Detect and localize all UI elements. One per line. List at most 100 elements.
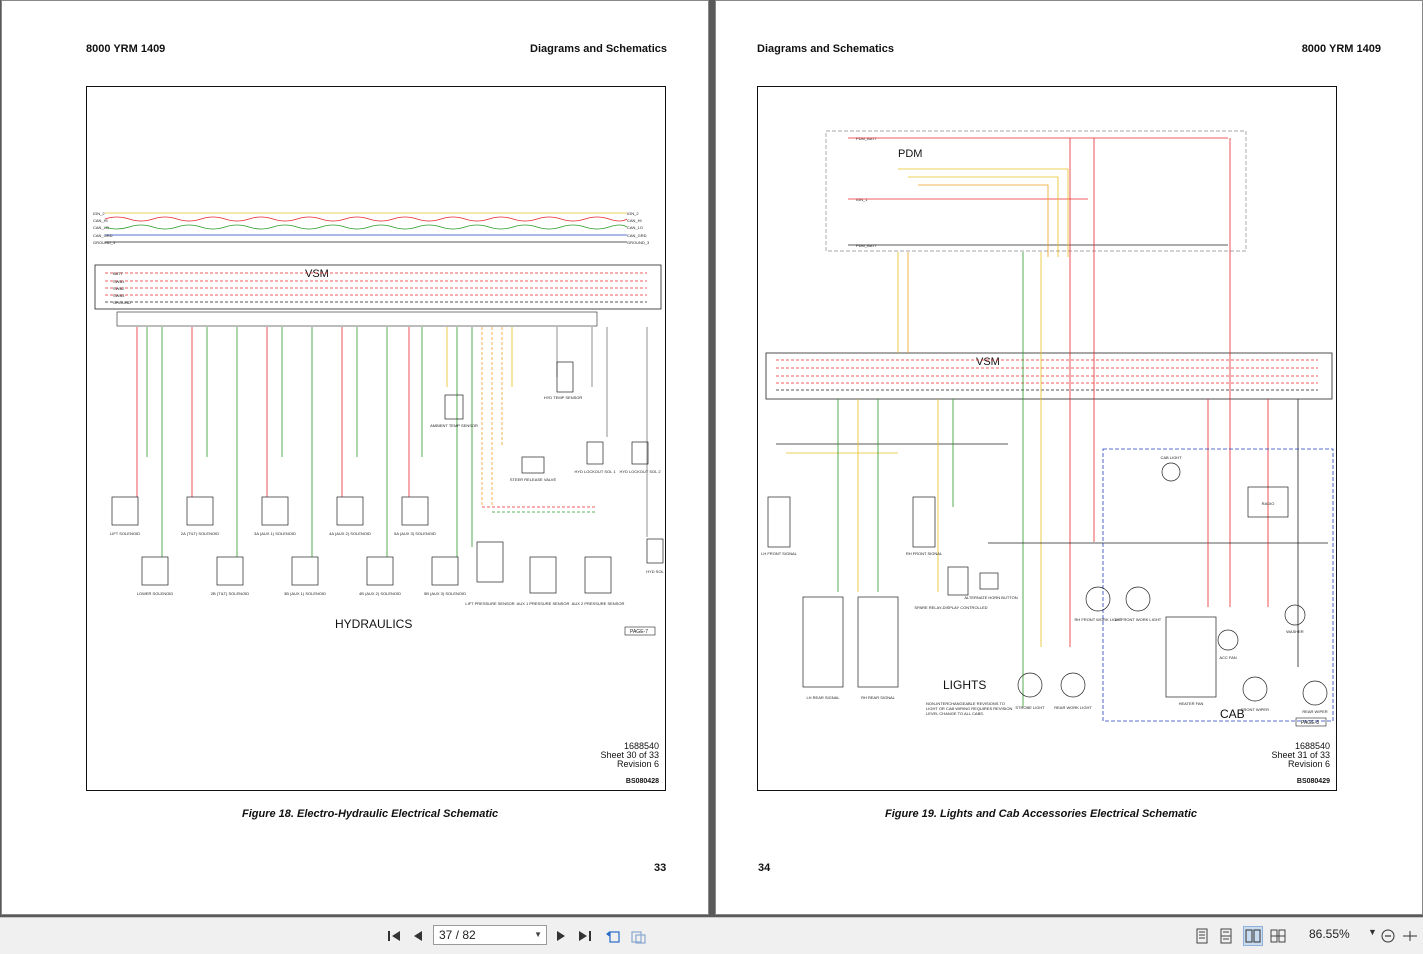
- net-label: CAN_HI: [93, 218, 108, 223]
- net-label: CAN_HI: [627, 218, 642, 223]
- continuous-view-icon[interactable]: [1216, 926, 1236, 946]
- net-label: CAN_LO: [93, 225, 109, 230]
- component-label: FRONT WIPER: [1241, 707, 1269, 712]
- net-label: CAN_GRD: [93, 233, 113, 238]
- component-label: LOWER SOLENOID: [137, 591, 174, 596]
- component-label: AMBIENT TEMP SENSOR: [430, 423, 478, 428]
- hydraulic-schematic-diagram: IGN_2 CAN_HI CAN_LO CAN_GRD GROUND_3 IGN…: [93, 211, 665, 636]
- page-number-value: 37 / 82: [439, 928, 476, 942]
- component-label: HYD SOL: [646, 569, 664, 574]
- bus-label: GROUND: [113, 300, 131, 305]
- component-label: LIFT SOLENOID: [110, 531, 140, 536]
- vsm-title: VSM: [976, 356, 1000, 368]
- component-label: HEATER FAN: [1179, 701, 1204, 706]
- net-label: GROUND_3: [93, 240, 116, 245]
- next-page-icon[interactable]: [551, 926, 571, 946]
- bus-label: SWB3: [113, 293, 125, 298]
- document-viewport[interactable]: 8000 YRM 1409 Diagrams and Schematics IG…: [0, 0, 1423, 917]
- sheet-count: Sheet 31 of 33: [1271, 750, 1330, 760]
- component-label: ACC FAN: [1219, 655, 1236, 660]
- page-33: 8000 YRM 1409 Diagrams and Schematics IG…: [1, 0, 709, 915]
- chevron-down-icon[interactable]: ▼: [1368, 927, 1377, 937]
- chevron-down-icon[interactable]: ▼: [534, 930, 542, 939]
- cab-title: CAB: [1220, 707, 1245, 721]
- doc-code-header: 8000 YRM 1409: [86, 43, 166, 55]
- lights-title: LIGHTS: [943, 678, 986, 692]
- component-label: 5A (AUX 3) SOLENOID: [394, 531, 436, 536]
- pdm-title: PDM: [898, 148, 922, 160]
- pdm-net-label: PDM_BATT: [856, 243, 878, 248]
- sheet-drawing-number: 1688540: [1294, 741, 1330, 751]
- two-page-continuous-icon[interactable]: [1268, 926, 1288, 946]
- component-label: LH FRONT SIGNAL: [761, 551, 797, 556]
- page-number: 34: [758, 862, 771, 874]
- sheet-info: 1688540 Sheet 30 of 33 Revision 6: [600, 742, 659, 769]
- next-view-icon[interactable]: [628, 926, 648, 946]
- component-label: 5B (AUX 3) SOLENOID: [424, 591, 466, 596]
- component-label: REAR WORK LIGHT: [1054, 705, 1092, 710]
- figure-caption: Figure 18. Electro-Hydraulic Electrical …: [242, 808, 499, 820]
- sheet-count: Sheet 30 of 33: [600, 750, 659, 760]
- revision-note: NON-INTERCHANGEABLE REVISIONS TO LIGHT O…: [926, 701, 1013, 716]
- page-ref: PAGE-7: [630, 629, 648, 635]
- lights-cab-schematic-frame: PDM PDM_BATT IGN_1 PDM_BATT: [757, 86, 1337, 791]
- bs-code: BS080429: [1296, 778, 1330, 785]
- net-label: CAN_GRD: [627, 233, 647, 238]
- component-label: HYD TEMP SENSOR: [544, 395, 583, 400]
- zoom-slider-icon[interactable]: [1400, 926, 1420, 946]
- component-label: 4A (AUX 2) SOLENOID: [329, 531, 371, 536]
- sheet-revision: Revision 6: [1287, 759, 1330, 769]
- component-label: WASHER: [1286, 629, 1304, 634]
- net-label: IGN_2: [93, 211, 105, 216]
- hydraulics-title: HYDRAULICS: [335, 617, 412, 631]
- pdm-net-label: IGN_1: [856, 197, 868, 202]
- net-label: CAN_LO: [627, 225, 643, 230]
- zoom-out-icon[interactable]: [1378, 926, 1398, 946]
- zoom-level[interactable]: 86.55%: [1309, 927, 1350, 941]
- lights-cab-schematic-diagram: PDM PDM_BATT IGN_1 PDM_BATT: [761, 130, 1334, 727]
- page-number: 33: [654, 862, 667, 874]
- component-label: 2B (TILT) SOLENOID: [211, 591, 249, 596]
- component-label: HYD LOCKOUT SOL 1: [574, 469, 616, 474]
- page-34: Diagrams and Schematics 8000 YRM 1409 PD…: [715, 0, 1423, 915]
- component-label: HYD LOCKOUT SOL 2: [619, 469, 661, 474]
- component-label: RH REAR SIGNAL: [861, 695, 896, 700]
- component-label: STEER RELEASE VALVE: [510, 477, 557, 482]
- component-label: 3A (AUX 1) SOLENOID: [254, 531, 296, 536]
- page-ref: PAGE-8: [1301, 720, 1319, 726]
- sheet-revision: Revision 6: [616, 759, 659, 769]
- component-label: AUX 2 PRESSURE SENSOR: [572, 601, 625, 606]
- bus-label: SWB2: [113, 286, 125, 291]
- doc-code-header: 8000 YRM 1409: [1301, 43, 1381, 55]
- section-header: Diagrams and Schematics: [530, 43, 667, 55]
- bus-label: SWB1: [113, 279, 125, 284]
- previous-view-icon[interactable]: [603, 926, 623, 946]
- figure-caption: Figure 19. Lights and Cab Accessories El…: [885, 808, 1197, 820]
- component-label: LH REAR SIGNAL: [806, 695, 840, 700]
- component-label: 4B (AUX 2) SOLENOID: [359, 591, 401, 596]
- last-page-icon[interactable]: [575, 926, 595, 946]
- bs-code: BS080428: [625, 778, 659, 785]
- bus-label: BATT: [113, 271, 123, 276]
- page-number-input[interactable]: 37 / 82 ▼: [433, 925, 547, 945]
- net-label: IGN_2: [627, 211, 639, 216]
- viewer-toolbar: 37 / 82 ▼ 86.55% ▼: [0, 917, 1423, 954]
- first-page-icon[interactable]: [384, 926, 404, 946]
- previous-page-icon[interactable]: [408, 926, 428, 946]
- vsm-title: VSM: [305, 268, 329, 280]
- component-label: LH FRONT WORK LIGHT: [1115, 617, 1162, 622]
- two-page-view-icon[interactable]: [1243, 926, 1263, 946]
- hydraulic-schematic-frame: IGN_2 CAN_HI CAN_LO CAN_GRD GROUND_3 IGN…: [86, 86, 666, 791]
- component-label: SPARE RELAY-DISPLAY CONTROLLED: [914, 605, 987, 610]
- section-header: Diagrams and Schematics: [757, 43, 894, 55]
- component-label: RADIO: [1262, 501, 1275, 506]
- component-label: RH FRONT WORK LIGHT: [1074, 617, 1122, 622]
- component-label: AUX 1 PRESSURE SENSOR: [517, 601, 570, 606]
- single-page-view-icon[interactable]: [1192, 926, 1212, 946]
- sheet-info: 1688540 Sheet 31 of 33 Revision 6: [1271, 742, 1330, 769]
- component-label: REAR WIPER: [1302, 709, 1327, 714]
- component-label: 3B (AUX 1) SOLENOID: [284, 591, 326, 596]
- component-label: CAB LIGHT: [1160, 455, 1182, 460]
- component-label: LIFT PRESSURE SENSOR: [465, 601, 514, 606]
- sheet-drawing-number: 1688540: [623, 741, 659, 751]
